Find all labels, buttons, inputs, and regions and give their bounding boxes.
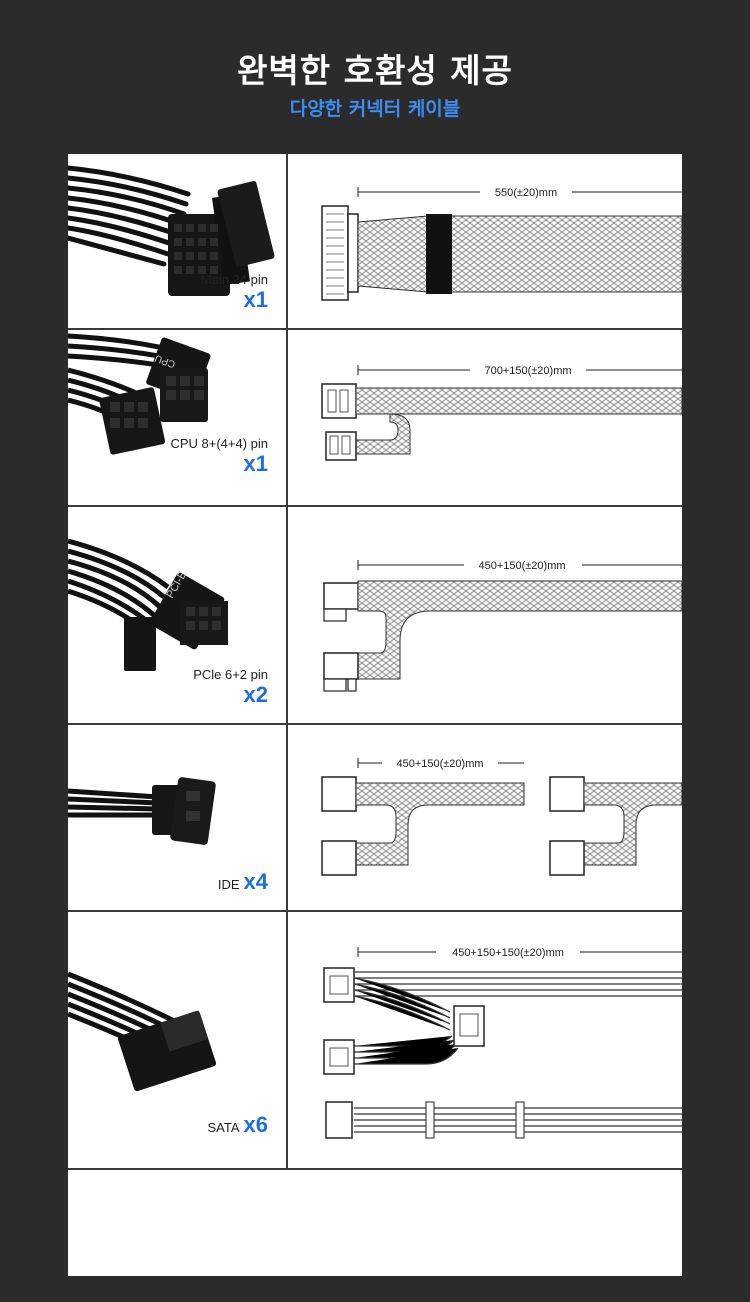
atx24-connector-photo	[68, 165, 275, 296]
cable-photo-cell: Main 24 pin x1	[68, 154, 288, 328]
page-subtitle: 다양한 커넥터 케이블	[289, 98, 461, 120]
ide-cable-diagram: 450+150(±20)mm	[321, 758, 682, 876]
cpu-cable-diagram: 700+150(±20)mm	[321, 365, 682, 461]
sata-cable-diagram: 450+150+150(±20)mm	[323, 947, 682, 1139]
cable-quantity: x6	[243, 1112, 268, 1137]
cable-row-main24: Main 24 pin x1 550(±20)mm	[68, 154, 682, 330]
length-label: 450+150+150(±20)mm	[452, 947, 564, 959]
cable-diagram-cell: 450+150+150(±20)mm	[290, 912, 682, 1168]
cable-name: IDE	[217, 877, 240, 892]
cable-name: SATA	[207, 1120, 240, 1135]
cable-quantity: x1	[243, 451, 268, 476]
cable-row-cpu: CPU CPU 8+(4+4) pin x1	[68, 330, 682, 507]
cable-row-pcie: PCI-E PCle 6+2 pin x2 450+150(±20)mm	[68, 507, 682, 725]
atx24-cable-diagram: 550(±20)mm	[321, 187, 682, 301]
cable-photo-cell: CPU CPU 8+(4+4) pin x1	[68, 330, 288, 505]
cable-diagram-cell: 450+150(±20)mm	[290, 507, 682, 723]
length-label: 550(±20)mm	[495, 187, 557, 199]
cpu-connector-photo: CPU	[68, 333, 211, 455]
length-label: 450+150(±20)mm	[396, 758, 483, 770]
sata-connector-photo	[68, 971, 217, 1092]
cable-spec-panel: Main 24 pin x1 550(±20)mm	[68, 154, 682, 1276]
length-label: 450+150(±20)mm	[478, 560, 565, 572]
cable-name: Main 24 pin	[200, 272, 268, 287]
cable-quantity: x4	[243, 869, 268, 894]
cable-name: CPU 8+(4+4) pin	[170, 436, 268, 451]
page-title: 완벽한 호환성 제공	[237, 51, 513, 90]
cable-diagram-cell: 700+150(±20)mm	[290, 330, 682, 505]
cable-quantity: x1	[243, 287, 268, 312]
length-label: 700+150(±20)mm	[484, 365, 571, 377]
pcie-connector-photo: PCI-E	[68, 538, 228, 671]
ide-connector-photo	[68, 777, 216, 845]
cable-name: PCle 6+2 pin	[193, 667, 268, 682]
cable-diagram-cell: 550(±20)mm	[290, 154, 682, 328]
cable-diagram-cell: 450+150(±20)mm	[290, 725, 682, 910]
cable-photo-cell: PCI-E PCle 6+2 pin x2	[68, 507, 288, 723]
pcie-cable-diagram: 450+150(±20)mm	[323, 560, 682, 692]
cable-quantity: x2	[243, 682, 268, 707]
